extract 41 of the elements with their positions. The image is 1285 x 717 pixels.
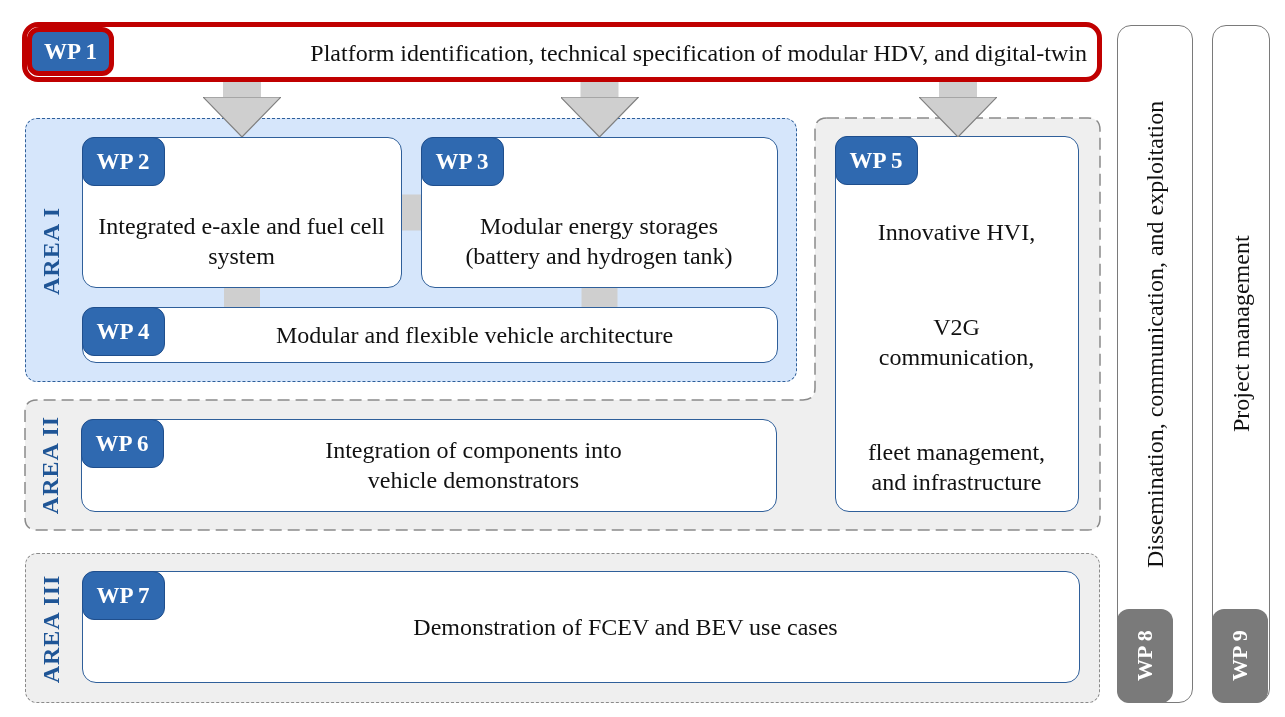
description-text: fleet management, and infrastructure [866,437,1047,497]
description-text: Integrated e-axle and fuel cell system [97,212,386,271]
description-text: Dissemination, communication, and exploitation [1141,99,1169,570]
connector-bar [224,288,260,307]
work-package-box [22,22,1102,82]
area-panel [25,118,1100,530]
work-package-tag: WP 2 [81,136,165,186]
work-package-tag: WP 3 [420,136,504,186]
connector-bar [402,194,421,231]
description-text: Project management [1227,234,1255,435]
description-text: Modular energy storages (battery and hydrogen tank) [464,212,734,271]
area-panel [25,118,797,382]
work-package-box [834,135,1079,512]
work-package-box [81,570,1080,683]
area-label: AREA III [38,574,65,684]
description-text: Innovative HVI, [877,217,1036,247]
work-package-tag: WP 8 [1117,609,1173,703]
description-text: Demonstration of FCEV and BEV use cases [413,612,838,642]
description-text: Modular and flexible vehicle architecture [275,320,674,350]
description-text: Platform identification, technical specification of modular HDV, and digital-twin [310,39,1087,68]
work-package-tag: WP 4 [81,306,165,356]
connector-bar [581,288,618,307]
description-text: Integration of components into vehicle demonstrators [324,436,623,495]
work-package-tag: WP 5 [834,135,918,185]
work-package-tag: WP 9 [1212,609,1268,703]
work-package-box [80,418,777,512]
work-package-box [81,306,778,363]
description-text: V2G communication, [877,312,1036,372]
area-label: AREA II [37,415,64,515]
area-panel [25,553,1100,703]
area-label: AREA I [38,207,65,295]
work-package-tag: WP 1 [27,27,115,76]
work-package-tag: WP 6 [80,418,164,468]
work-package-box [81,136,402,288]
work-package-column [1212,25,1270,703]
block-arrow [559,82,640,138]
block-arrow [202,82,282,138]
work-package-box [420,136,778,288]
work-package-tag: WP 7 [81,570,165,620]
block-arrow [918,82,998,138]
work-package-column [1117,25,1193,703]
